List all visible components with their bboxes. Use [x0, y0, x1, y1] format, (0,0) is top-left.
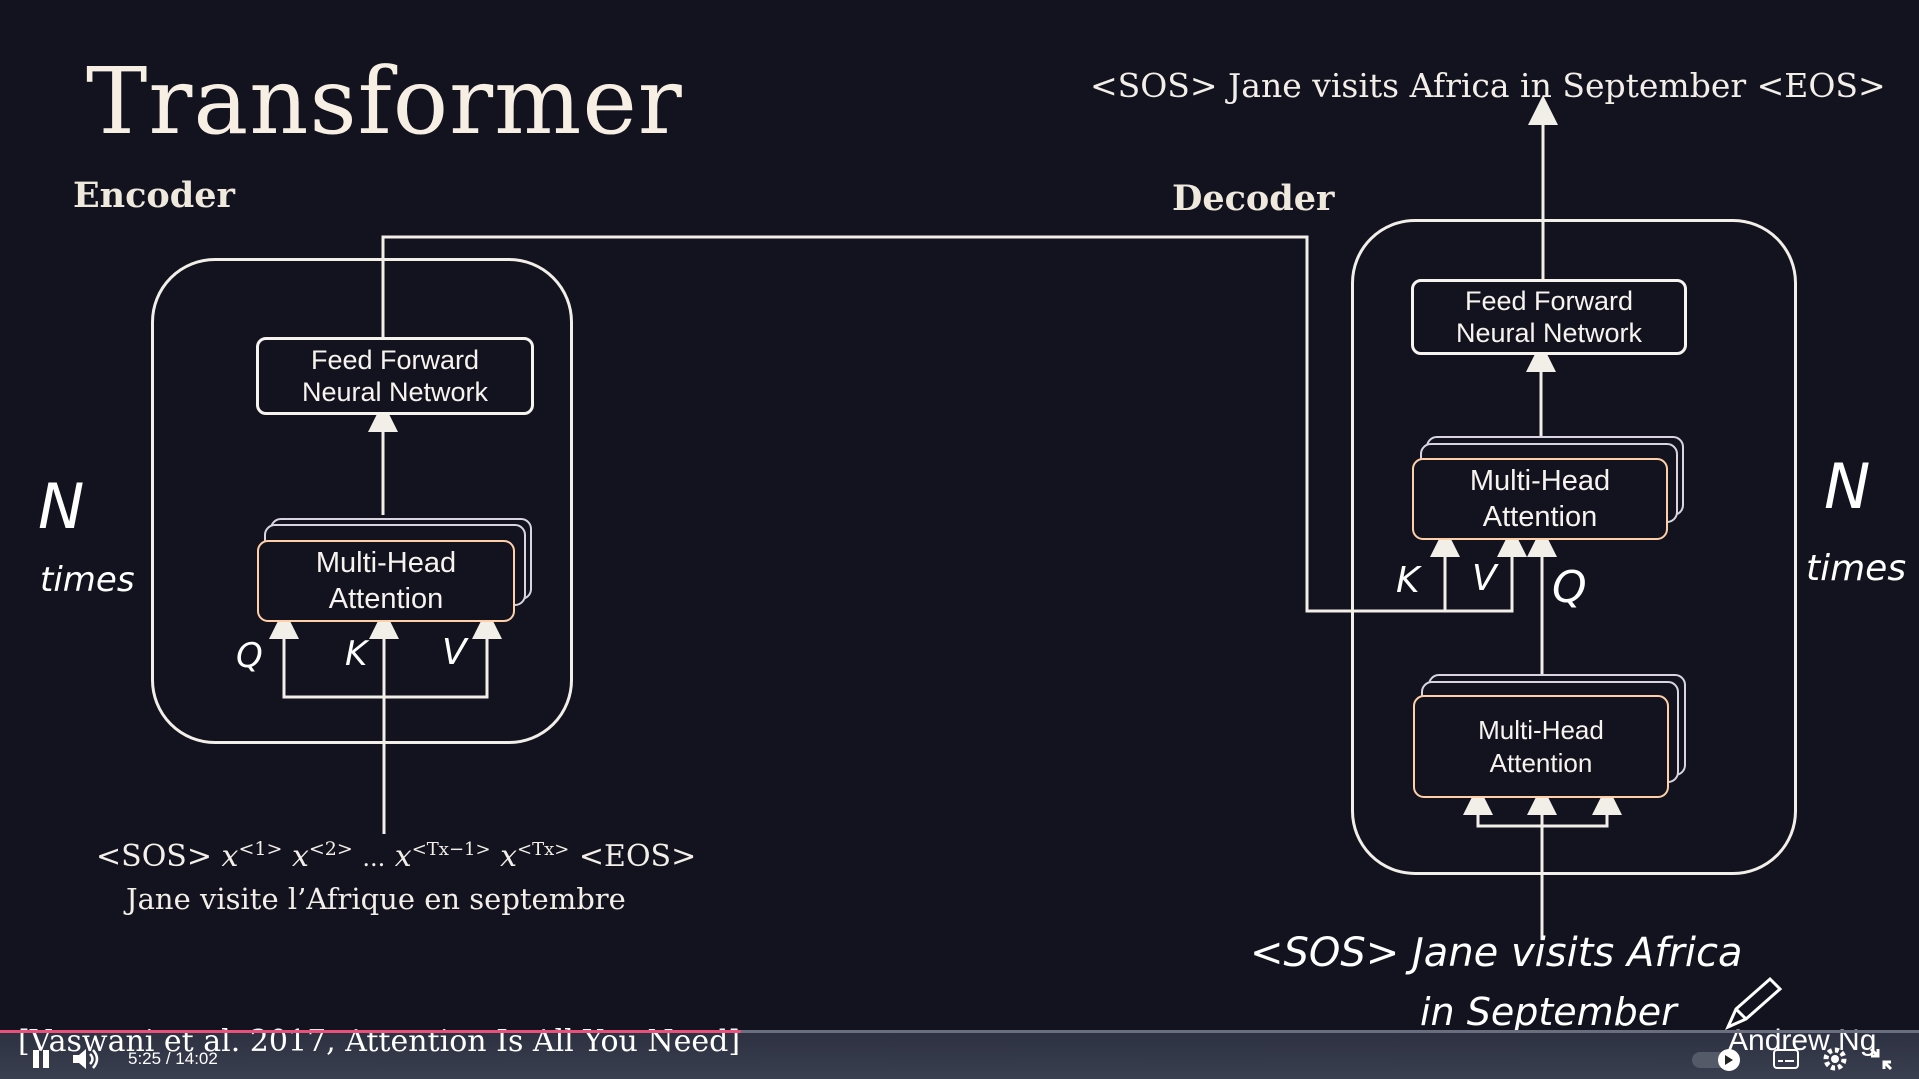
- decoder-times-label: times: [1806, 548, 1907, 589]
- decoder-label: Decoder: [1172, 178, 1335, 219]
- input-sos: <SOS>: [96, 839, 212, 874]
- mha-line2: Attention: [328, 583, 444, 615]
- encoder-label: Encoder: [73, 175, 235, 216]
- mha-line1: Multi-Head: [1469, 464, 1611, 497]
- author: Andrew Ng: [1728, 1024, 1877, 1057]
- current-time: 5:25: [128, 1049, 162, 1068]
- duration: 14:02: [175, 1049, 218, 1068]
- decoder-bottom-multi-head-attention-box: Multi-Head Attention: [1413, 695, 1669, 798]
- encoder-v-label: V: [442, 632, 467, 673]
- encoder-block: [151, 258, 573, 744]
- encoder-times-label: times: [40, 560, 135, 600]
- input-x2: x: [291, 839, 309, 874]
- input-xT1-sup: <Tx−1>: [411, 839, 491, 860]
- encoder-k-label: K: [345, 634, 368, 674]
- time-display: 5:25 / 14:02: [128, 1049, 218, 1069]
- citation: [Vaswani et al. 2017, Attention Is All Y…: [18, 1024, 741, 1059]
- ffn-line1: Feed Forward: [310, 344, 480, 375]
- progress-track[interactable]: [0, 1030, 1919, 1033]
- settings-icon[interactable]: [1822, 1046, 1848, 1072]
- mha-line1: Multi-Head: [1478, 715, 1604, 745]
- encoder-input-sequence: <SOS> x<1> x<2> ... x<Tx−1> x<Tx> <EOS>: [96, 838, 696, 874]
- time-separator: /: [165, 1049, 171, 1068]
- fullscreen-exit-icon[interactable]: [1868, 1046, 1894, 1072]
- encoder-q-label: Q: [236, 636, 263, 676]
- input-x1-sup: <1>: [238, 838, 283, 860]
- mha-line2: Attention: [1489, 747, 1593, 778]
- decoder-v-label: V: [1472, 558, 1497, 599]
- slide-title: Transformer: [86, 48, 683, 155]
- input-xT1: x: [394, 839, 412, 874]
- progress-fill: [0, 1030, 741, 1033]
- decoder-feed-forward-box: Feed Forward Neural Network: [1411, 279, 1687, 355]
- input-x1: x: [221, 839, 239, 874]
- decoder-block: [1351, 219, 1797, 875]
- pause-icon[interactable]: [30, 1048, 52, 1070]
- french-sentence: Jane visite l’Afrique en septembre: [126, 882, 626, 916]
- mha-line2: Attention: [1482, 501, 1598, 533]
- mha-line1: Multi-Head: [315, 546, 457, 579]
- input-x2-sup: <2>: [308, 838, 353, 860]
- captions-icon[interactable]: [1772, 1048, 1800, 1072]
- pen-icon: [1725, 976, 1783, 1030]
- ffn-line2: Neural Network: [1455, 318, 1643, 348]
- ffn-line1: Feed Forward: [1464, 285, 1634, 316]
- output-sentence: <SOS> Jane visits Africa in September <E…: [1090, 66, 1886, 105]
- decoder-top-multi-head-attention-box: Multi-Head Attention: [1412, 458, 1668, 540]
- decoder-n-label: N: [1824, 450, 1871, 523]
- input-eos: <EOS>: [578, 839, 697, 874]
- input-ellipsis: ...: [362, 844, 386, 872]
- input-xT: x: [500, 839, 518, 874]
- decoder-q-label: Q: [1552, 562, 1587, 613]
- decoder-k-label: K: [1396, 560, 1420, 601]
- encoder-feed-forward-box: Feed Forward Neural Network: [256, 337, 534, 415]
- ffn-line2: Neural Network: [301, 377, 489, 407]
- autoplay-toggle[interactable]: [1692, 1049, 1740, 1071]
- encoder-n-label: N: [38, 470, 85, 543]
- decoder-handwritten-input-line1: <SOS> Jane visits Africa: [1250, 930, 1743, 976]
- video-controls-bar: [0, 1030, 1919, 1079]
- input-xT-sup: <Tx>: [517, 839, 570, 860]
- decoder-handwritten-input-line2: in September: [1420, 990, 1677, 1034]
- volume-icon[interactable]: [70, 1046, 100, 1072]
- encoder-multi-head-attention-box: Multi-Head Attention: [257, 540, 515, 622]
